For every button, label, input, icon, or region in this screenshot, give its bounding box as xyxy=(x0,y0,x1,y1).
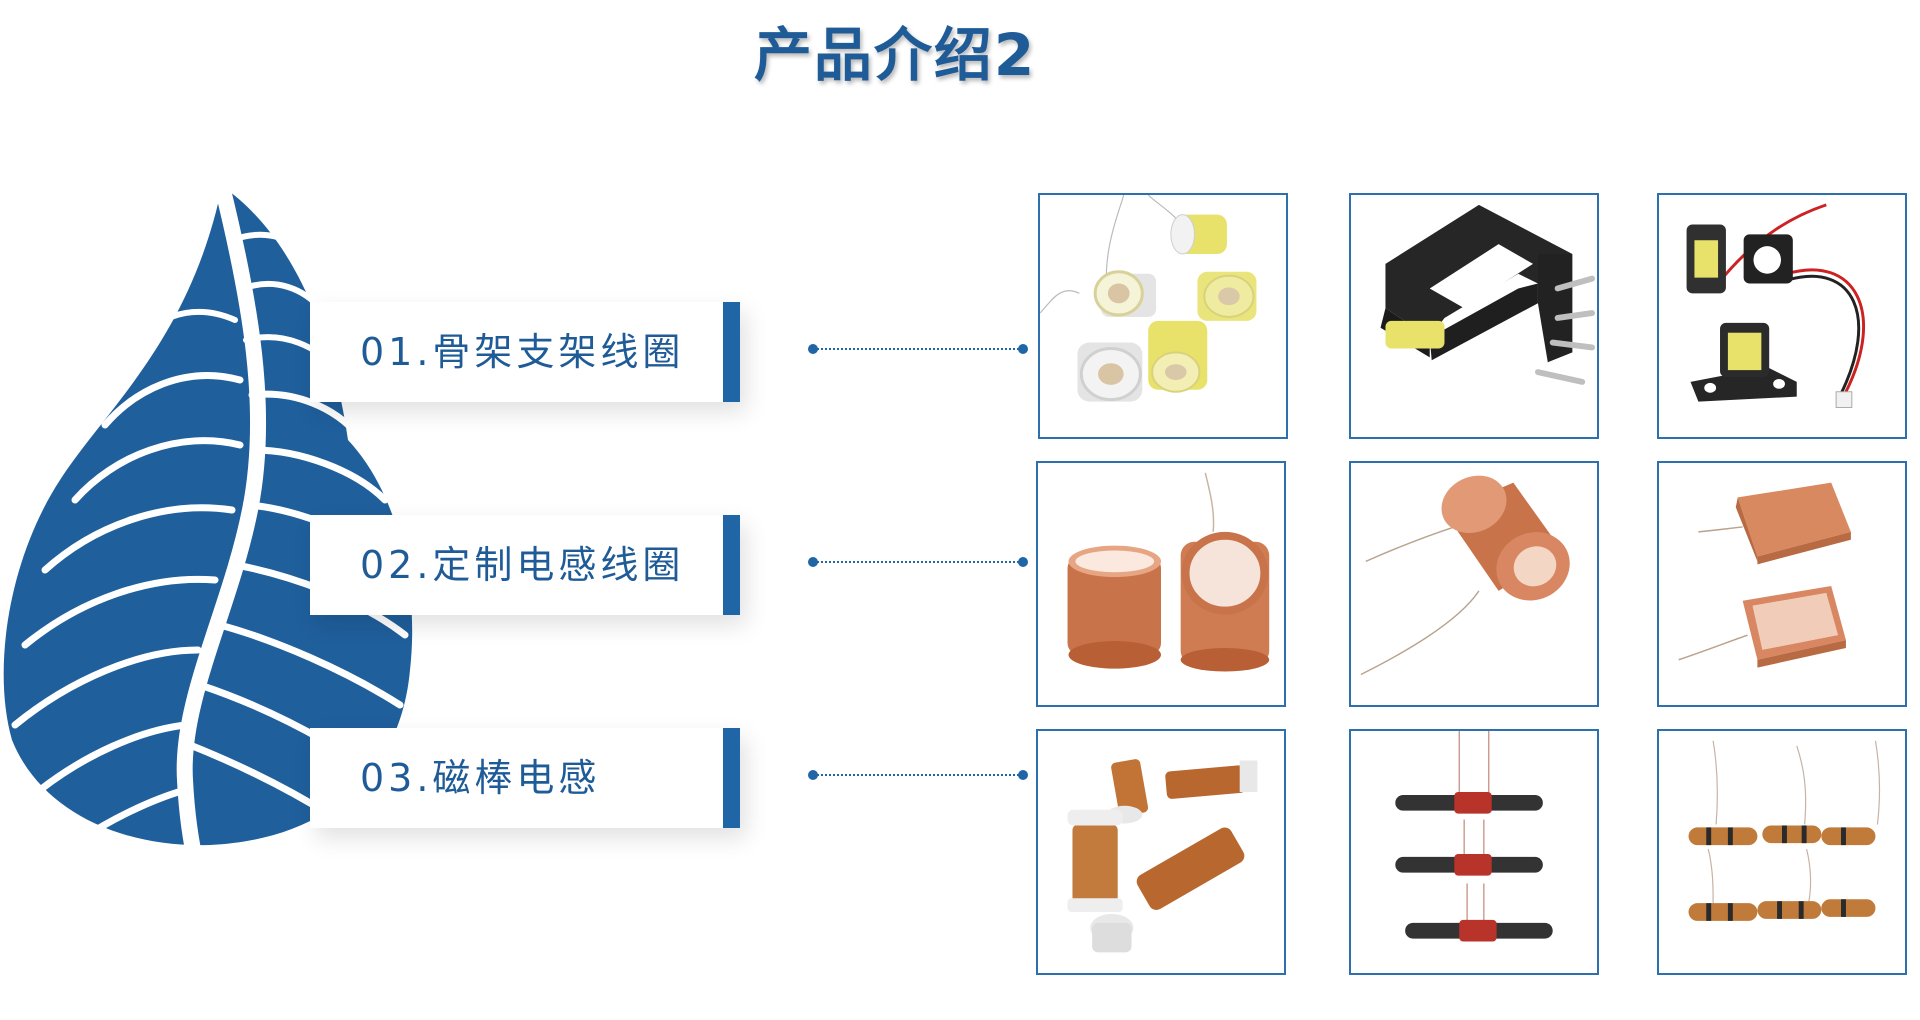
category-card-custom-inductor-coils[interactable]: 02.定制电感线圈 xyxy=(310,515,740,615)
rectangular-copper-coils-photo xyxy=(1678,482,1851,668)
card-accent-bar xyxy=(723,515,740,615)
dotted-line xyxy=(814,774,1022,776)
product-image-bracket-coil-assembly[interactable] xyxy=(1657,193,1907,439)
card-accent-bar xyxy=(723,728,740,828)
bracket-coil-assembly-photo xyxy=(1686,203,1866,408)
page-title: 产品介绍2 xyxy=(753,21,1037,89)
product-image-black-bobbin-frame[interactable] xyxy=(1349,193,1599,439)
connector-line-1 xyxy=(808,343,1028,355)
connector-dot xyxy=(1018,557,1028,567)
product-image-ferrite-rod-inductors[interactable] xyxy=(1349,729,1599,975)
category-label: 02.定制电感线圈 xyxy=(360,543,685,587)
ferrite-rod-inductors-photo xyxy=(1395,731,1553,942)
segmented-rod-inductors-photo xyxy=(1688,740,1881,921)
connector-line-2 xyxy=(808,556,1028,568)
dotted-line xyxy=(814,348,1022,350)
category-label: 03.磁棒电感 xyxy=(360,756,601,800)
product-image-air-core-copper-coils[interactable] xyxy=(1036,461,1286,707)
category-card-rod-inductors[interactable]: 03.磁棒电感 xyxy=(310,728,740,828)
air-core-copper-coils-photo xyxy=(1067,472,1270,672)
connector-dot xyxy=(1018,344,1028,354)
product-image-rectangular-copper-coils[interactable] xyxy=(1657,461,1907,707)
black-bobbin-frame-photo xyxy=(1380,204,1595,385)
self-bonded-copper-coil-photo xyxy=(1360,475,1570,676)
product-image-rod-inductors-bobbin[interactable] xyxy=(1036,729,1286,975)
connector-dot xyxy=(808,557,818,567)
bobbin-coils-yellow-photo xyxy=(1040,195,1257,402)
category-card-bobbin-coils[interactable]: 01.骨架支架线圈 xyxy=(310,302,740,402)
connector-line-3 xyxy=(808,769,1028,781)
product-image-segmented-rod-inductors[interactable] xyxy=(1657,729,1907,975)
connector-dot xyxy=(808,344,818,354)
dotted-line xyxy=(814,561,1022,563)
card-accent-bar xyxy=(723,302,740,402)
category-label: 01.骨架支架线圈 xyxy=(360,330,685,374)
product-image-bobbin-coils-yellow[interactable] xyxy=(1038,193,1288,439)
rod-inductors-bobbin-photo xyxy=(1067,759,1258,953)
product-image-self-bonded-copper-coil[interactable] xyxy=(1349,461,1599,707)
connector-dot xyxy=(1018,770,1028,780)
connector-dot xyxy=(808,770,818,780)
